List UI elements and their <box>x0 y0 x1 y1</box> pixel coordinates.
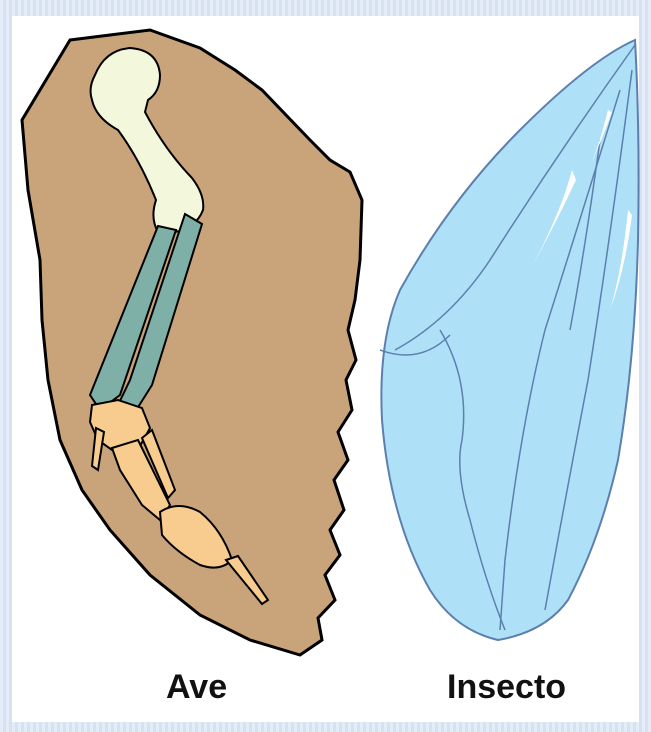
insect-wing-membrane <box>381 40 638 640</box>
insect-label: Insecto <box>447 668 566 707</box>
bird-label: Ave <box>166 668 227 707</box>
